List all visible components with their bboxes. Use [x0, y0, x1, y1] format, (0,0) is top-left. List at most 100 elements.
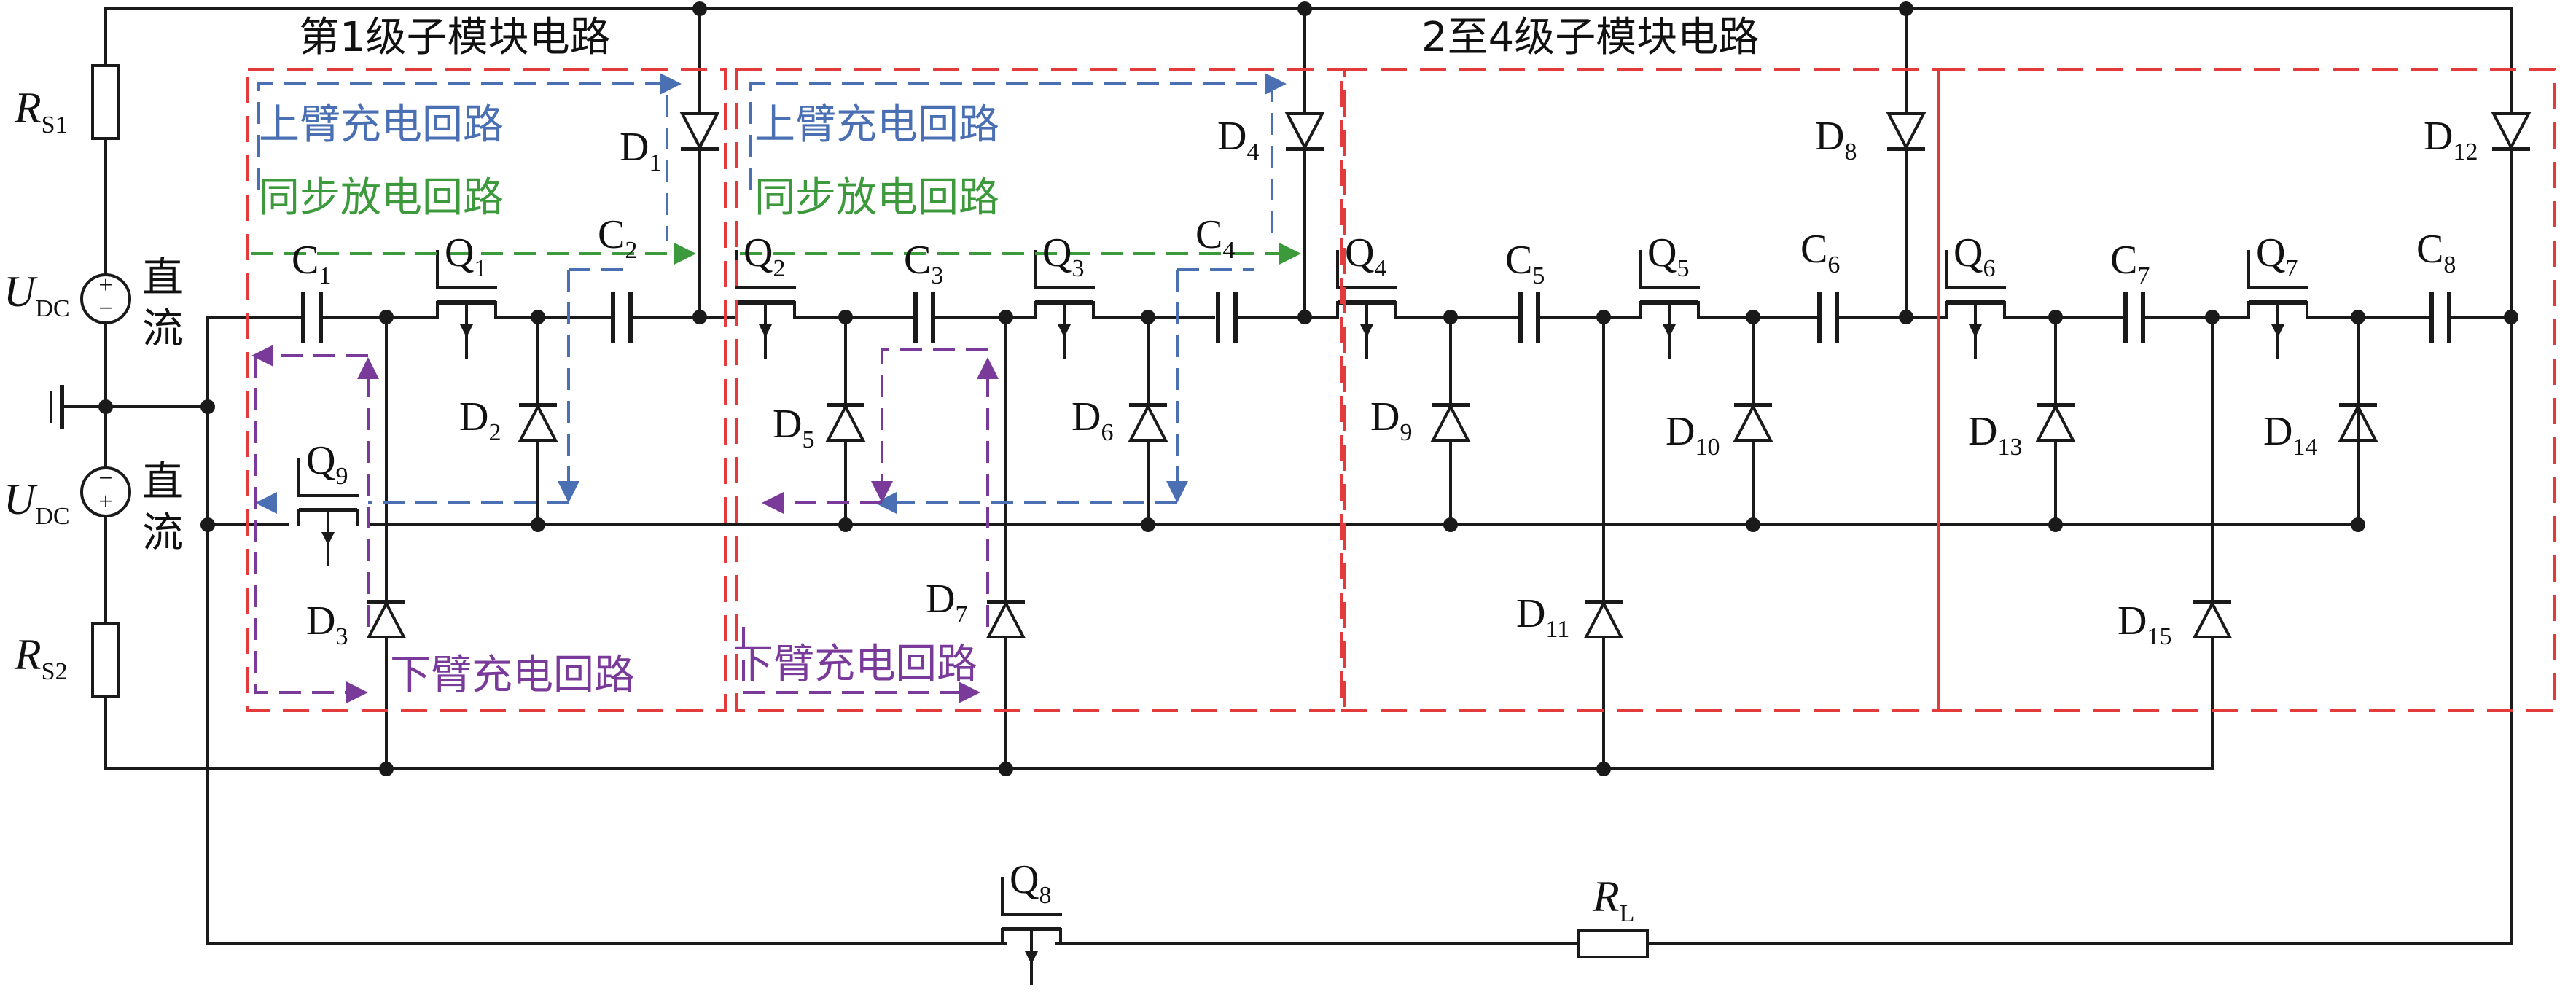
- capacitor-c3: [913, 292, 935, 343]
- rs1-label: RS1: [14, 84, 68, 138]
- capacitor-c8: [2429, 292, 2451, 343]
- diode-d5: [825, 403, 866, 442]
- capacitor-c6: [1817, 292, 1839, 343]
- diode-d4: [1284, 112, 1325, 151]
- svg-text:−: −: [98, 465, 112, 492]
- diode-d9: [1430, 403, 1471, 442]
- svg-text:−: −: [98, 295, 112, 322]
- junction-dot: [379, 762, 394, 776]
- lower-charge-label-1: 下臂充电回路: [390, 652, 635, 699]
- capacitor-c2-label: C2: [598, 212, 637, 264]
- diode-d1-label: D1: [620, 125, 661, 176]
- junction-dot: [838, 310, 853, 324]
- junction-dot: [531, 517, 545, 532]
- switch-q9: [297, 458, 359, 566]
- dc-kind-top: 直 流: [142, 254, 183, 353]
- diode-d14-label: D14: [2263, 409, 2317, 461]
- upper-charge-path-2: [749, 73, 1287, 514]
- diode-d11: [1583, 600, 1624, 638]
- switch-q6: [1945, 250, 2006, 359]
- junction-dot: [2504, 310, 2518, 324]
- junction-dot: [692, 310, 707, 324]
- switch-q7-label: Q7: [2256, 230, 2298, 282]
- diode-d10: [1733, 403, 1773, 442]
- diode-d2: [518, 403, 558, 442]
- diode-d6-label: D6: [1072, 394, 1113, 446]
- udc-bottom-label: UDC: [4, 475, 70, 530]
- junction-dot: [1746, 517, 1760, 532]
- capacitor-c1-label: C1: [292, 238, 331, 289]
- sync-discharge-label-1: 同步放电回路: [259, 174, 504, 222]
- stage1-title: 第1级子模块电路: [299, 14, 611, 61]
- switch-q6-label: Q6: [1954, 230, 1995, 282]
- dc-source-bottom: − +: [80, 465, 131, 517]
- svg-text:流: 流: [142, 305, 183, 353]
- junction-dot: [2351, 517, 2365, 532]
- svg-text:直: 直: [142, 458, 183, 506]
- module-box-1: [246, 68, 727, 712]
- junction-dot: [2205, 310, 2220, 324]
- junction-dot: [531, 310, 545, 324]
- sync-discharge-path: [251, 243, 1301, 265]
- capacitor-c3-label: C3: [904, 238, 943, 289]
- switch-q8-label: Q8: [1010, 857, 1051, 909]
- dc-source-top: + −: [80, 272, 131, 324]
- junction-dot: [1596, 310, 1611, 324]
- svg-text:直: 直: [142, 254, 183, 302]
- switch-q5: [1639, 250, 1700, 359]
- diode-d15: [2192, 600, 2233, 638]
- junction-dot: [1141, 310, 1155, 324]
- junction-dot: [1141, 517, 1155, 532]
- switch-q8: [1001, 877, 1062, 985]
- capacitor-c5: [1518, 292, 1540, 343]
- junction-dot: [379, 310, 394, 324]
- wiring: [50, 7, 2513, 945]
- diode-d12: [2491, 112, 2532, 151]
- diode-d1: [679, 112, 720, 151]
- junction-dot: [200, 517, 215, 532]
- resistor-rs1: [91, 64, 120, 140]
- junction-dot: [98, 399, 113, 414]
- switch-q5-label: Q5: [1647, 230, 1689, 282]
- capacitor-c8-label: C8: [2416, 227, 2456, 278]
- module-box-2: [735, 68, 1346, 712]
- resistor-rl: [1577, 929, 1649, 958]
- lower-charge-path-1: [251, 345, 379, 703]
- diode-d15-label: D15: [2118, 598, 2171, 650]
- diode-d5-label: D5: [773, 402, 814, 453]
- upper-charge-path-1: [255, 73, 682, 514]
- diode-d10-label: D10: [1666, 409, 1720, 461]
- resistor-rs2: [91, 622, 120, 698]
- junction-dot: [1746, 310, 1760, 324]
- lower-charge-path-2: [742, 348, 999, 703]
- junction-dot: [1297, 310, 1312, 324]
- switch-q1-label: Q1: [445, 230, 486, 282]
- udc-top-label: UDC: [4, 267, 70, 322]
- junction-dot: [999, 762, 1013, 776]
- upper-charge-label-1: 上臂充电回路: [259, 101, 504, 149]
- junction-dot: [2048, 517, 2063, 532]
- junction-dot: [1596, 762, 1611, 776]
- diode-d7-label: D7: [926, 577, 967, 628]
- junction-dot: [1443, 517, 1458, 532]
- diode-d3: [366, 600, 407, 638]
- diode-d8-label: D8: [1815, 114, 1857, 165]
- junction-dot: [1899, 1, 1913, 16]
- svg-text:+: +: [98, 272, 112, 299]
- diode-d9-label: D9: [1370, 394, 1412, 446]
- capacitor-c7: [2123, 292, 2145, 343]
- capacitor-c2: [611, 292, 633, 343]
- module-box-3: [1340, 68, 1940, 712]
- lower-charge-label-2: 下臂充电回路: [733, 641, 977, 688]
- switch-q7: [2247, 250, 2308, 359]
- diode-d8: [1886, 112, 1927, 151]
- junction-dot: [1443, 310, 1458, 324]
- diode-d12-label: D12: [2424, 114, 2478, 165]
- svg-text:+: +: [98, 488, 112, 515]
- svg-text:流: 流: [142, 509, 183, 557]
- switch-q3: [1034, 250, 1095, 359]
- capacitor-c4-label: C4: [1195, 212, 1235, 264]
- diode-d13-label: D13: [1968, 409, 2022, 461]
- switch-q4-label: Q4: [1345, 230, 1386, 282]
